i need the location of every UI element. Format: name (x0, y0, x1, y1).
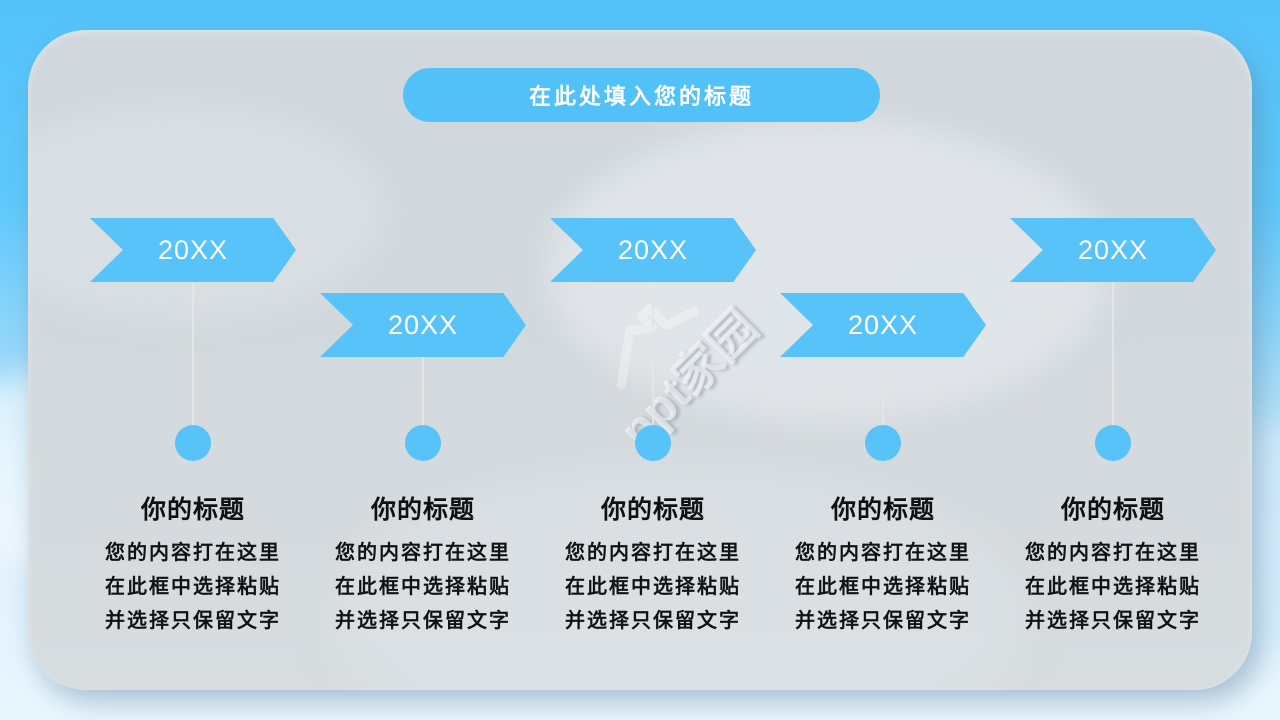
timeline-column-1: 20XX 你的标题 您的内容打在这里 在此框中选择粘贴 并选择只保留文字 (78, 0, 308, 720)
year-label: 20XX (387, 309, 459, 340)
column-body: 您的内容打在这里 在此框中选择粘贴 并选择只保留文字 (308, 536, 538, 638)
timeline-dot (635, 425, 671, 461)
year-label: 20XX (617, 234, 689, 265)
body-line: 并选择只保留文字 (105, 610, 281, 632)
timeline-dot (1095, 425, 1131, 461)
body-line: 并选择只保留文字 (1025, 610, 1201, 632)
column-heading: 你的标题 (1060, 496, 1165, 524)
timeline-column-2: 20XX 你的标题 您的内容打在这里 在此框中选择粘贴 并选择只保留文字 (308, 0, 538, 720)
year-arrow-banner: 20XX (320, 293, 526, 357)
body-line: 您的内容打在这里 (335, 542, 511, 564)
column-heading: 你的标题 (140, 496, 245, 524)
body-line: 您的内容打在这里 (105, 542, 281, 564)
year-arrow-banner: 20XX (1010, 218, 1216, 282)
column-heading: 你的标题 (830, 496, 935, 524)
card-cloud (28, 100, 388, 320)
body-line: 在此框中选择粘贴 (105, 576, 281, 598)
column-body: 您的内容打在这里 在此框中选择粘贴 并选择只保留文字 (998, 536, 1228, 638)
timeline-column-4: 20XX 你的标题 您的内容打在这里 在此框中选择粘贴 并选择只保留文字 (768, 0, 998, 720)
year-label: 20XX (157, 234, 229, 265)
body-line: 您的内容打在这里 (565, 542, 741, 564)
year-arrow-banner: 20XX (780, 293, 986, 357)
connector-line (192, 282, 194, 428)
body-line: 您的内容打在这里 (1025, 542, 1201, 564)
column-body: 您的内容打在这里 在此框中选择粘贴 并选择只保留文字 (538, 536, 768, 638)
connector-line (1112, 282, 1114, 428)
timeline-dot (865, 425, 901, 461)
year-arrow-banner: 20XX (550, 218, 756, 282)
connector-line (422, 357, 424, 428)
body-line: 在此框中选择粘贴 (335, 576, 511, 598)
connector-line (882, 357, 884, 428)
body-line: 在此框中选择粘贴 (565, 576, 741, 598)
column-heading: 你的标题 (600, 496, 705, 524)
body-line: 并选择只保留文字 (335, 610, 511, 632)
body-line: 在此框中选择粘贴 (795, 576, 971, 598)
timeline-dot (175, 425, 211, 461)
column-body: 您的内容打在这里 在此框中选择粘贴 并选择只保留文字 (768, 536, 998, 638)
body-line: 并选择只保留文字 (795, 610, 971, 632)
body-line: 您的内容打在这里 (795, 542, 971, 564)
column-body: 您的内容打在这里 在此框中选择粘贴 并选择只保留文字 (78, 536, 308, 638)
year-arrow-banner: 20XX (90, 218, 296, 282)
slide-title-pill: 在此处填入您的标题 (403, 68, 880, 122)
year-label: 20XX (847, 309, 919, 340)
year-label: 20XX (1077, 234, 1149, 265)
timeline-column-5: 20XX 你的标题 您的内容打在这里 在此框中选择粘贴 并选择只保留文字 (998, 0, 1228, 720)
connector-line (652, 282, 654, 428)
slide-title: 在此处填入您的标题 (528, 84, 754, 109)
column-heading: 你的标题 (370, 496, 475, 524)
slide-card (28, 30, 1252, 690)
body-line: 并选择只保留文字 (565, 610, 741, 632)
body-line: 在此框中选择粘贴 (1025, 576, 1201, 598)
timeline-dot (405, 425, 441, 461)
timeline-column-3: 20XX 你的标题 您的内容打在这里 在此框中选择粘贴 并选择只保留文字 (538, 0, 768, 720)
